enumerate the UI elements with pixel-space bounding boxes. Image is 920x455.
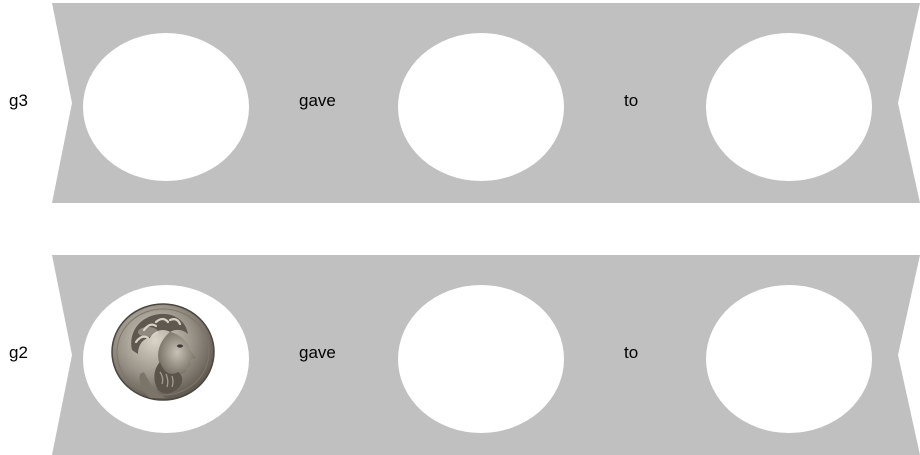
preposition-label: to — [624, 343, 638, 363]
row-label: g2 — [9, 343, 28, 363]
verb-label: gave — [299, 91, 336, 111]
coin-icon[interactable] — [110, 302, 216, 402]
row-label: g3 — [9, 91, 28, 111]
object-slot[interactable] — [398, 285, 564, 433]
giver-slot[interactable] — [83, 33, 249, 181]
recipient-slot[interactable] — [706, 285, 872, 433]
recipient-slot[interactable] — [706, 33, 872, 181]
preposition-label: to — [624, 91, 638, 111]
object-slot[interactable] — [398, 33, 564, 181]
verb-label: gave — [299, 343, 336, 363]
giver-slot[interactable] — [83, 285, 249, 433]
sentence-row-g2: g2 — [0, 255, 920, 455]
sentence-row-g3: g3 gave to — [0, 3, 920, 203]
